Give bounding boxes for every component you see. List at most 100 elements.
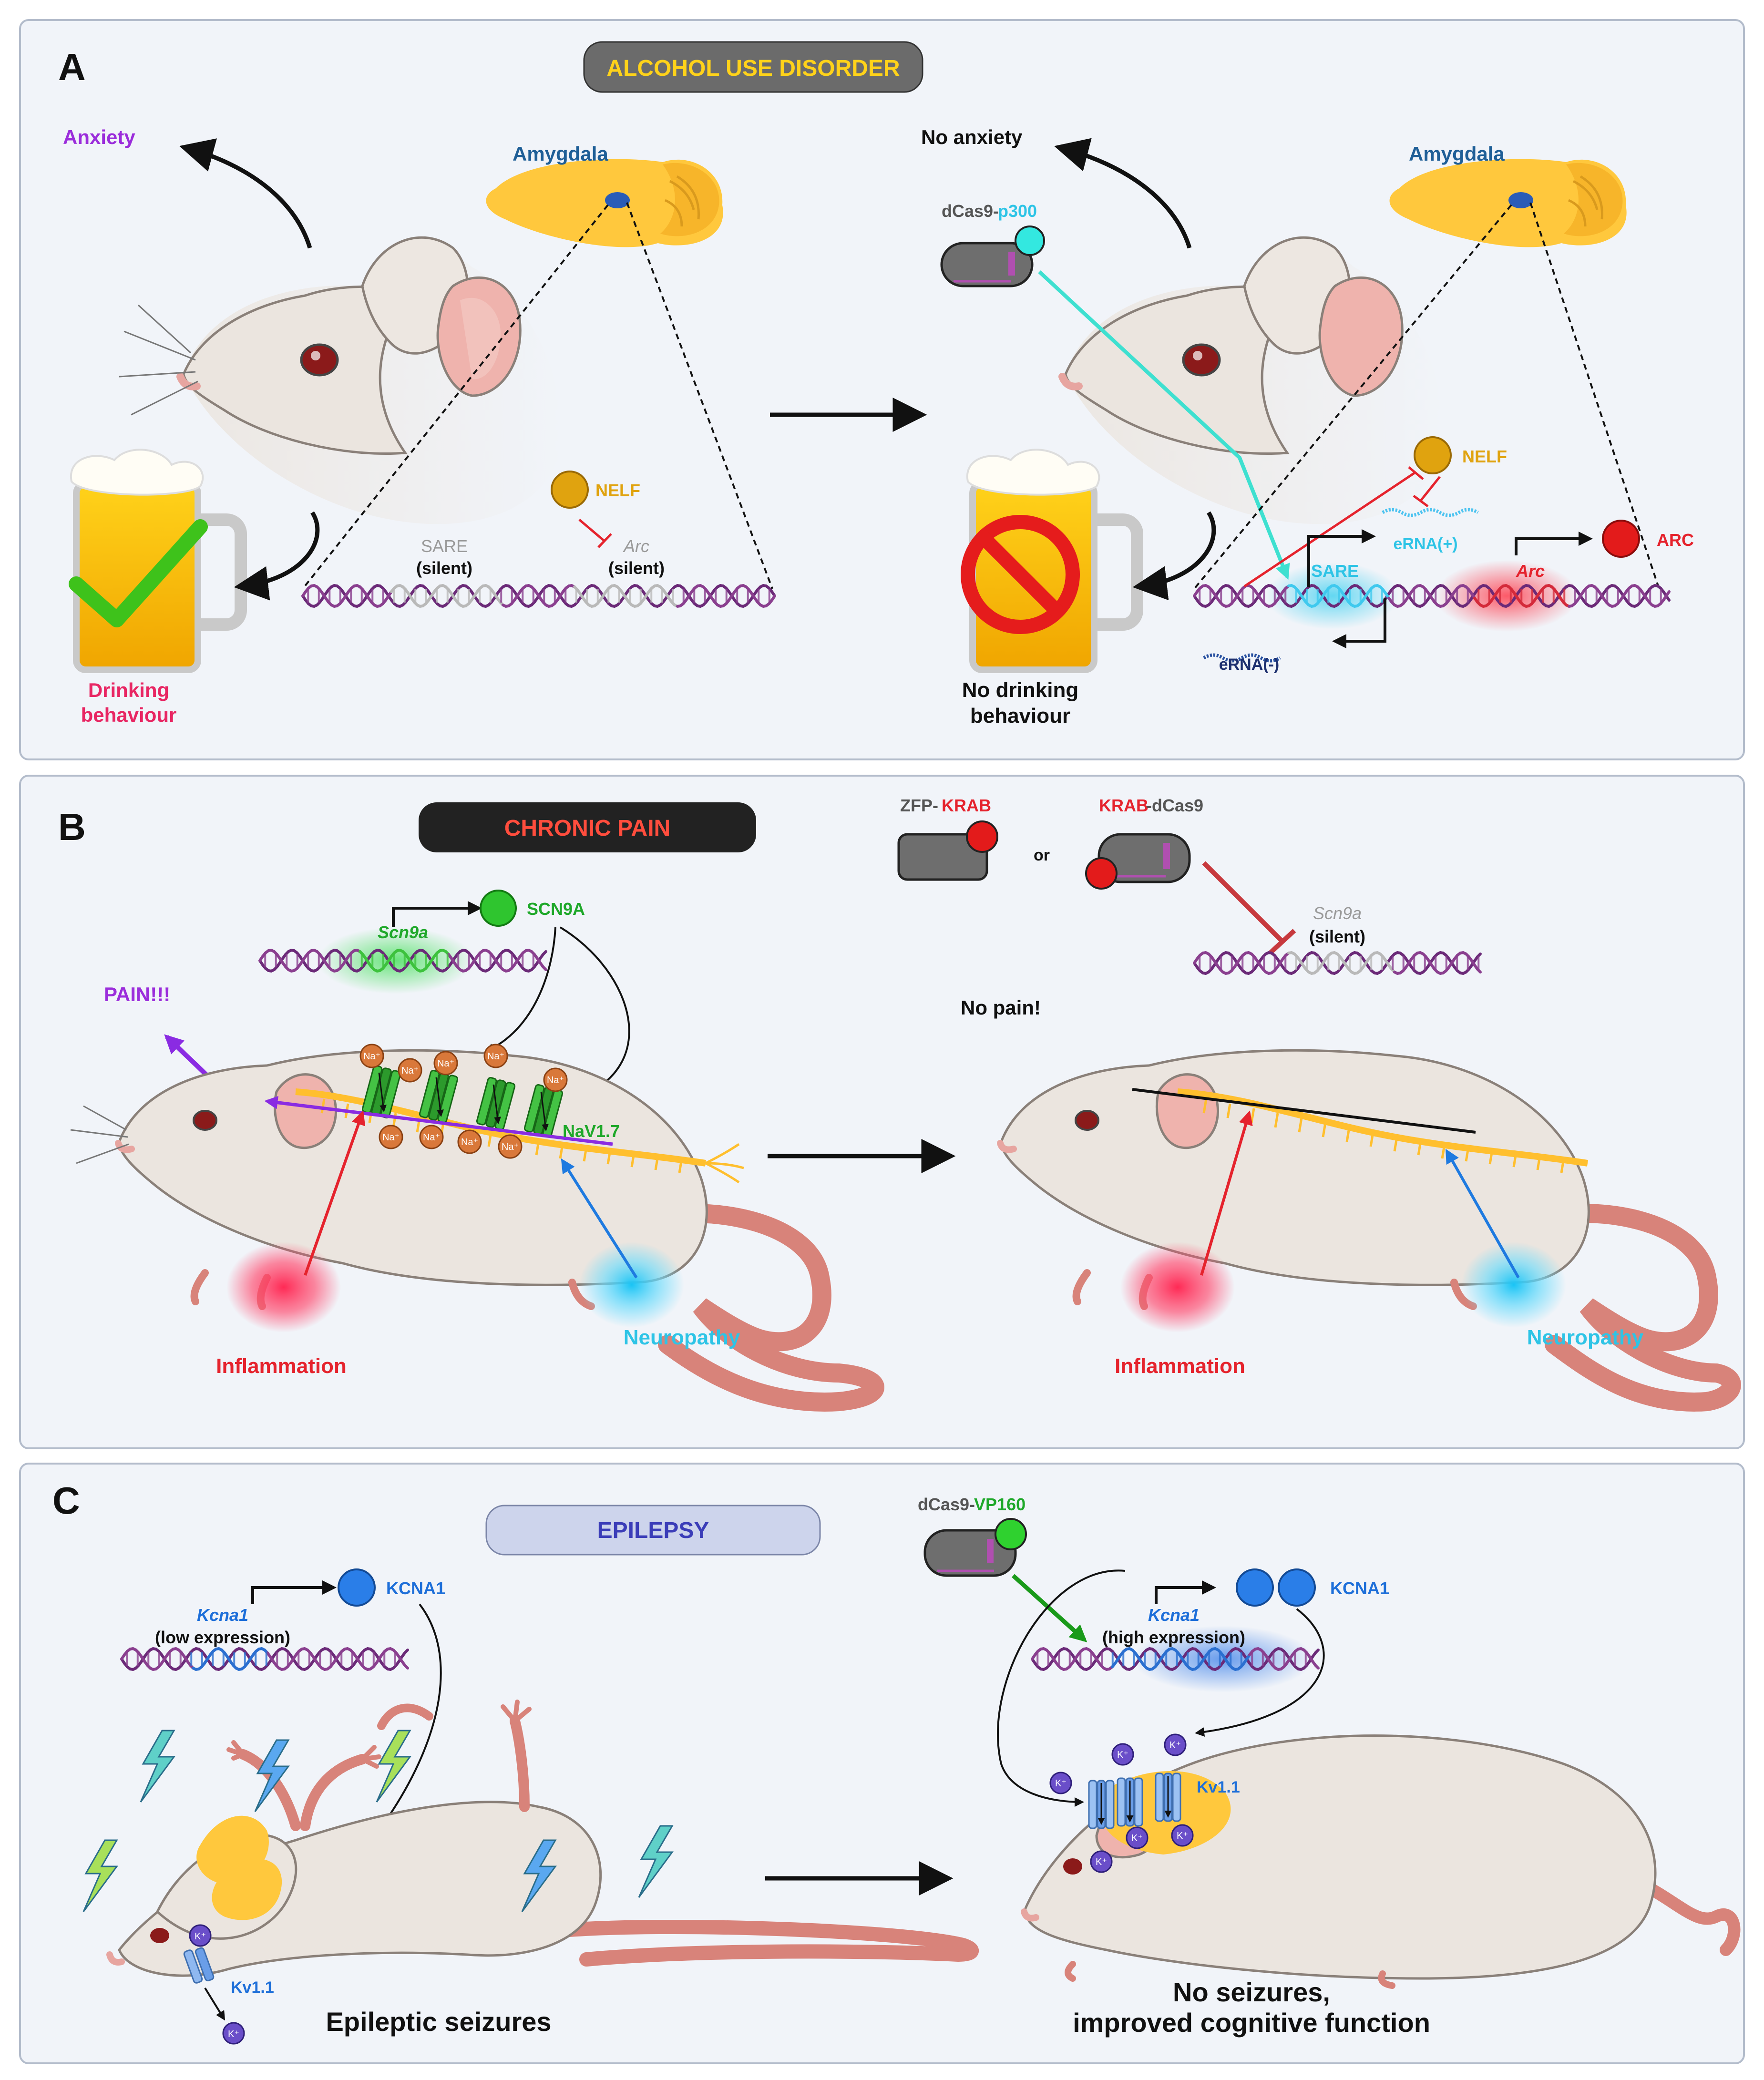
kcna1-right-protein-1-icon	[1236, 1568, 1274, 1607]
zfp-krab-label: KRAB	[942, 796, 991, 815]
dna-strand-segment	[542, 965, 547, 972]
dcas9-label-c: dCas9-	[918, 1495, 975, 1514]
na-ion-label: Na⁺	[423, 1132, 440, 1143]
kcna1-left-protein-label: KCNA1	[386, 1578, 445, 1598]
krab-dcas9-suffix: -dCas9	[1146, 796, 1203, 815]
mouse-right-icon	[1058, 236, 1445, 524]
kcna1-left-protein-icon	[338, 1568, 376, 1607]
na-ion-label: Na⁺	[437, 1058, 454, 1069]
na-ion-icon: Na⁺	[543, 1067, 568, 1092]
na-ion-label: Na⁺	[502, 1142, 519, 1152]
k-ion-icon: K⁺	[1111, 1743, 1134, 1766]
kv11-left-channel-icon	[183, 1947, 215, 1984]
arc-glow	[1435, 560, 1578, 632]
na-ion-label: Na⁺	[382, 1132, 400, 1143]
na-ion-icon: Na⁺	[379, 1125, 403, 1149]
vp160-label: VP160	[974, 1495, 1026, 1514]
inflammation-label-left: Inflammation	[216, 1354, 347, 1378]
dna-strand-segment	[403, 1663, 409, 1670]
amygdala-marker-right-icon	[1508, 192, 1533, 208]
no-anxiety-label: No anxiety	[921, 126, 1023, 148]
na-ion-icon: Na⁺	[498, 1134, 523, 1159]
na-ion-icon: Na⁺	[419, 1125, 444, 1149]
neuropathy-label-left: Neuropathy	[624, 1326, 740, 1349]
nav17-label: NaV1.7	[563, 1121, 620, 1141]
vp160-icon	[995, 1518, 1027, 1550]
no-drinking-arrow	[1132, 511, 1216, 601]
inflammation-glow-right	[1120, 1242, 1235, 1332]
pain-label: PAIN!!!	[104, 983, 170, 1005]
sare-state-left: (silent)	[416, 558, 472, 578]
kv-channel-icon	[1117, 1777, 1143, 1827]
sare-glow	[1266, 563, 1399, 629]
arc-transcription-arrow	[1515, 532, 1593, 555]
p300-label: p300	[998, 201, 1037, 221]
dna-strand-segment	[1665, 590, 1671, 597]
na-ion-icon: Na⁺	[359, 1044, 384, 1068]
inflammation-label-right: Inflammation	[1115, 1354, 1245, 1378]
panel-b-title: CHRONIC PAIN	[504, 816, 670, 841]
panel-c: C EPILEPSY KCNA1 Kcna1 (low expression) …	[52, 1479, 1741, 2045]
nelf-label-right: NELF	[1462, 447, 1507, 466]
dna-strand-segment	[1314, 1648, 1320, 1655]
erna-plus-icon	[1382, 508, 1479, 517]
amygdala-label-right: Amygdala	[1409, 143, 1505, 165]
neuropathy-label-right: Neuropathy	[1527, 1326, 1644, 1349]
k-ions-right-icon: K⁺K⁺K⁺K⁺K⁺K⁺	[1049, 1733, 1194, 1873]
panel-a: A ALCOHOL USE DISORDER Amygdala Anxiety	[58, 41, 1694, 727]
scn9a-glow	[317, 927, 474, 994]
or-label: or	[1034, 846, 1050, 864]
zfp-krab-icon	[897, 820, 998, 881]
mouse-b-right-icon	[997, 1049, 1741, 1412]
na-ion-label: Na⁺	[401, 1066, 419, 1076]
dna-strand-segment	[542, 950, 547, 956]
dna-b-left-icon	[258, 949, 547, 973]
erna-minus-label: eRNA(-)	[1219, 656, 1280, 674]
dna-c-left-icon	[120, 1647, 409, 1671]
nav-channel-icon	[419, 1070, 459, 1123]
no-drinking-line1: No drinking	[962, 678, 1078, 702]
k-ion-icon: K⁺	[1164, 1733, 1187, 1756]
dna-c-right-icon	[1031, 1647, 1320, 1671]
anxiety-arrow	[179, 138, 312, 249]
panel-c-title: EPILEPSY	[597, 1518, 709, 1543]
amygdala-marker-icon	[605, 192, 630, 208]
no-anxiety-arrow	[1054, 138, 1192, 249]
lightning-bolt-icon	[82, 1839, 118, 1912]
kcna1-right-protein-label: KCNA1	[1330, 1578, 1389, 1598]
seizing-mouse-icon	[106, 1700, 979, 1977]
lightning-bolt-icon	[521, 1839, 557, 1912]
sare-forward-arrow	[1307, 529, 1376, 587]
brain-icon	[486, 159, 723, 247]
neuropathy-glow-left	[579, 1242, 684, 1328]
drinking-label-line1: Drinking	[88, 679, 169, 701]
erna-plus-label: eRNA(+)	[1393, 535, 1457, 553]
nav-channels-icon	[361, 1065, 564, 1137]
drinking-arrow	[234, 511, 320, 601]
k-ion-left-1-icon	[189, 1924, 212, 1947]
kv-channel-icon	[1155, 1773, 1181, 1822]
scn9a-transcription-arrow	[392, 901, 482, 927]
na-ion-label: Na⁺	[363, 1051, 380, 1062]
brain-right-icon	[1389, 159, 1627, 247]
kcna1-high-glow	[1132, 1626, 1313, 1692]
na-ion-icon: Na⁺	[398, 1058, 422, 1083]
na-ion-icon: Na⁺	[457, 1129, 482, 1154]
blocked-signal-line	[1132, 1088, 1476, 1134]
scn9a-protein-icon	[480, 890, 517, 927]
zoom-line-right-1	[1193, 204, 1512, 590]
nelf-blocked-line	[1243, 466, 1424, 588]
kcna1-right-to-channel-arrow-2	[997, 1569, 1126, 1807]
sare-reverse-arrow	[1332, 598, 1386, 648]
k-ion-icon: K⁺	[1049, 1772, 1072, 1794]
na-ion-icon: Na⁺	[433, 1051, 458, 1076]
arc-protein-label: ARC	[1657, 530, 1694, 550]
dcas9-label-a: dCas9-	[942, 201, 999, 221]
na-ion-label: Na⁺	[547, 1075, 564, 1086]
lightning-bolt-icon	[254, 1739, 290, 1812]
mouse-b-left-icon	[70, 1049, 884, 1412]
dna-right-icon	[1193, 584, 1671, 608]
lightning-bolt-icon	[638, 1825, 674, 1898]
signal-propagation-arrow	[264, 1096, 613, 1146]
kv11-right-channels-icon	[1088, 1773, 1181, 1829]
